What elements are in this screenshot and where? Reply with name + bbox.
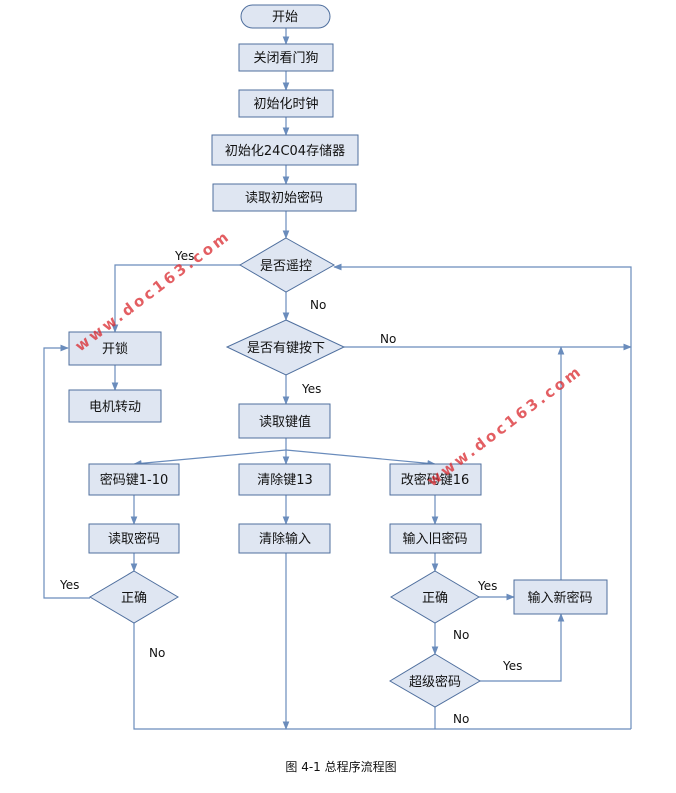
node-input-old-password: 输入旧密码 (389, 523, 482, 554)
init-memory-box (211, 134, 359, 166)
read-password-box (88, 523, 180, 554)
init-memory-label: 初始化24C04存储器 (225, 144, 345, 159)
figure-caption: 图 4-1 总程序流程图 (285, 759, 396, 774)
node-clear-key: 清除键13 (238, 463, 331, 496)
close-watchdog-label: 关闭看门狗 (253, 50, 318, 66)
label-remote-no: No (310, 298, 326, 312)
unlock-box (68, 331, 162, 366)
super-password-diamond (389, 653, 481, 708)
is-remote-label: 是否遥控 (260, 259, 312, 274)
node-read-password: 读取密码 (88, 523, 180, 554)
node-init-clock: 初始化时钟 (238, 89, 334, 118)
node-input-new-password: 输入新密码 (513, 579, 608, 615)
key-pressed-label: 是否有键按下 (247, 341, 325, 356)
input-new-password-box (513, 579, 608, 615)
super-password-label: 超级密码 (409, 674, 461, 690)
input-new-password-label: 输入新密码 (527, 590, 592, 606)
node-correct-left: 正确 (89, 570, 179, 624)
start-label: 开始 (272, 10, 298, 25)
change-password-key-label: 改密码键16 (401, 472, 470, 488)
label-correct-right-no: No (453, 628, 469, 642)
unlock-label: 开锁 (102, 341, 128, 357)
clear-input-box (238, 523, 331, 554)
input-old-password-box (389, 523, 482, 554)
change-password-key-box (389, 463, 482, 496)
label-super-yes: Yes (502, 659, 522, 673)
correct-left-label: 正确 (121, 591, 147, 606)
edge-loop-back-remote (333, 263, 632, 729)
is-remote-diamond (239, 237, 336, 293)
correct-right-label: 正确 (422, 591, 448, 606)
edge-super-yes-newpass (480, 613, 565, 682)
clear-key-box (238, 463, 331, 496)
label-correct-right-yes: Yes (477, 579, 497, 593)
read-key-value-label: 读取键值 (259, 414, 311, 430)
motor-run-box (68, 389, 162, 423)
correct-left-diamond (89, 570, 179, 624)
label-remote-yes: Yes (174, 249, 194, 263)
input-old-password-label: 输入旧密码 (402, 531, 467, 547)
read-init-password-box (212, 183, 357, 212)
node-init-memory: 初始化24C04存储器 (211, 134, 359, 166)
read-init-password-label: 读取初始密码 (245, 190, 323, 206)
label-correct-left-no: No (149, 646, 165, 660)
label-keypress-no: No (380, 332, 396, 346)
password-key-label: 密码键1-10 (100, 472, 169, 488)
node-unlock: 开锁 (68, 331, 162, 366)
start-terminator (240, 4, 331, 29)
node-super-password: 超级密码 (389, 653, 481, 708)
edge-branch-change-key (285, 449, 436, 467)
motor-run-label: 电机转动 (89, 400, 141, 415)
init-clock-label: 初始化时钟 (253, 96, 318, 112)
close-watchdog-box (238, 43, 334, 72)
read-password-label: 读取密码 (108, 531, 160, 547)
label-correct-left-yes: Yes (59, 578, 79, 592)
read-key-value-box (238, 403, 331, 439)
clear-key-label: 清除键13 (257, 473, 313, 488)
node-is-remote: 是否遥控 (239, 237, 336, 293)
watermark-right: www.doc163.com (424, 361, 587, 490)
clear-input-label: 清除输入 (259, 531, 311, 547)
edge-correct-no-bottom (133, 623, 631, 730)
node-password-key: 密码键1-10 (88, 463, 180, 496)
node-close-watchdog: 关闭看门狗 (238, 43, 334, 72)
node-read-key-value: 读取键值 (238, 403, 331, 439)
init-clock-box (238, 89, 334, 118)
node-key-pressed: 是否有键按下 (225, 319, 346, 376)
edge-remote-yes-unlock (111, 264, 240, 333)
edge-labels: Yes No No Yes Yes No Yes No Yes No (59, 249, 522, 726)
label-keypress-yes: Yes (301, 382, 321, 396)
connectors (43, 28, 632, 730)
node-change-password-key: 改密码键16 (389, 463, 482, 496)
edge-correct-yes-unlock (43, 344, 90, 599)
edge-branch-password-key (133, 449, 287, 467)
key-pressed-diamond (225, 319, 346, 376)
label-super-no: No (453, 712, 469, 726)
node-clear-input: 清除输入 (238, 523, 331, 554)
node-start: 开始 (240, 4, 331, 29)
correct-right-diamond (390, 570, 480, 624)
node-correct-right: 正确 (390, 570, 480, 624)
password-key-box (88, 463, 180, 496)
node-motor-run: 电机转动 (68, 389, 162, 423)
node-read-init-password: 读取初始密码 (212, 183, 357, 212)
